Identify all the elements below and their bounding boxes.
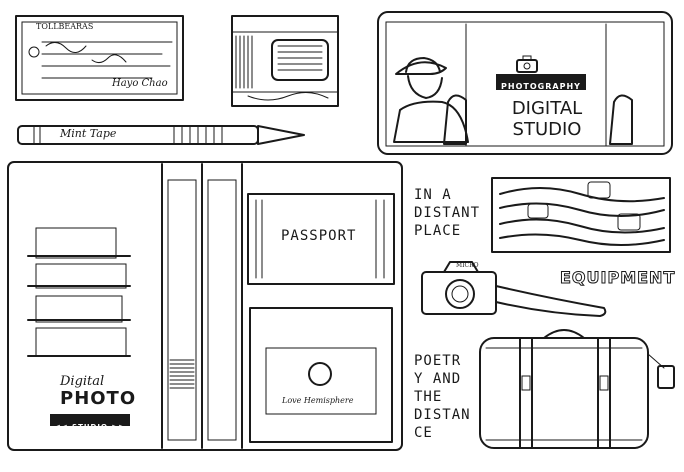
notebook-logo-studio: << STUDIO >>: [54, 423, 126, 431]
ticket-illustration: TOLLBEARAS Hayo Chao: [12, 12, 187, 104]
poetry-line-5: CE: [414, 425, 433, 441]
notebook-logo-ribbon: << STUDIO >>: [50, 414, 130, 431]
money-clip-illustration: [228, 12, 342, 110]
studio-scene-illustration: PHOTOGRAPHY DIGITAL STUDIO: [376, 10, 674, 156]
poetry-line-4: DISTAN: [414, 407, 471, 423]
camera-brand: MICRO: [456, 262, 479, 269]
pencil-illustration: Mint Tape: [14, 118, 310, 150]
pencil-handwriting: Mint Tape: [60, 127, 117, 140]
ticket-header: TOLLBEARAS: [36, 22, 94, 31]
passport-title: PASSPORT: [281, 228, 357, 244]
studio-ribbon: PHOTOGRAPHY: [496, 74, 586, 91]
poetry-label: POETR Y AND THE DISTAN CE: [414, 352, 471, 442]
notebook-illustration: Digital PHOTO << STUDIO >> PASSPORT Love…: [6, 160, 404, 452]
passport-stamp-text: Love Hemisphere: [282, 396, 354, 405]
poetry-line-3: THE: [414, 389, 443, 405]
ticket-handwriting: Hayo Chao: [112, 78, 168, 89]
camera-illustration: MICRO: [418, 258, 612, 322]
studio-ribbon-text: PHOTOGRAPHY: [501, 82, 581, 91]
distant-place-line-3: PLACE: [414, 223, 462, 239]
belts-box-illustration: [488, 174, 674, 256]
notebook-logo-digital: Digital: [60, 374, 105, 389]
distant-place-label: IN A DISTANT PLACE: [414, 186, 480, 240]
suitcase-illustration: [474, 324, 680, 454]
distant-place-line-2: DISTANT: [414, 205, 481, 221]
equipment-label: EQUIPMENT: [559, 268, 676, 288]
studio-title: DIGITAL STUDIO: [511, 98, 583, 140]
studio-camera-icon: [516, 55, 538, 73]
distant-place-line-1: IN A: [414, 187, 452, 203]
poetry-line-1: POETR: [414, 353, 462, 369]
poetry-line-2: Y AND: [414, 371, 462, 387]
notebook-logo-photo: PHOTO: [60, 388, 137, 409]
